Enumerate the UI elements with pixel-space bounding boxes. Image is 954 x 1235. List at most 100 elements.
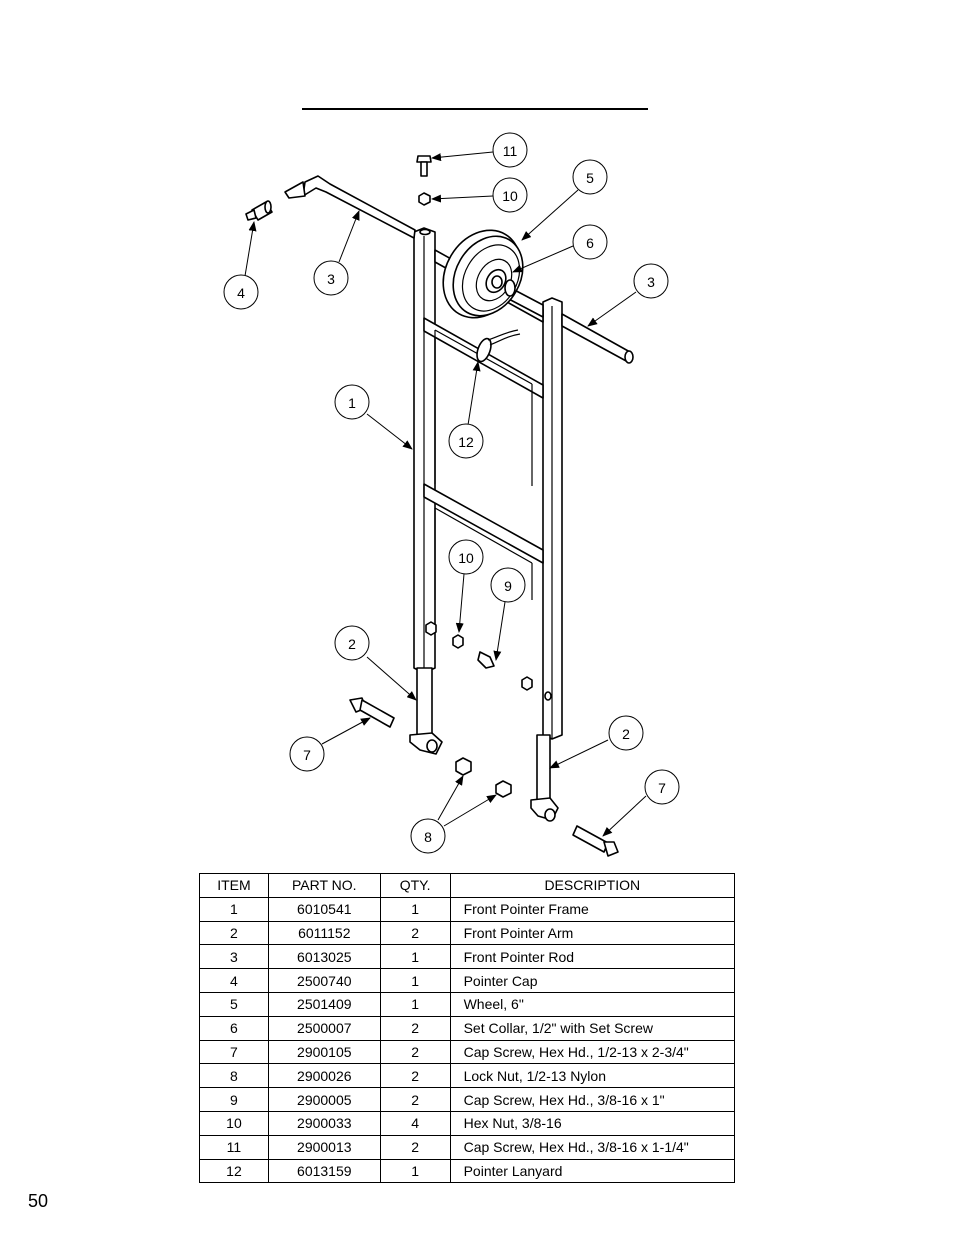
- qty-cell: 4: [379, 1110, 451, 1136]
- callout-10-top: 10: [492, 177, 528, 213]
- callout-4: 4: [223, 274, 259, 310]
- leader-lines: [244, 151, 647, 837]
- item-cell: 7: [199, 1039, 269, 1065]
- cap-screw-left: [349, 697, 395, 728]
- callout-3-left: 3: [313, 260, 349, 296]
- lock-nut-right: [495, 780, 512, 798]
- callout-6: 6: [572, 224, 608, 260]
- callout-8: 8: [410, 818, 446, 854]
- qty-cell: 1: [379, 1158, 451, 1184]
- item-cell: 4: [199, 968, 269, 993]
- description-cell: Cap Screw, Hex Hd., 3/8-16 x 1": [449, 1087, 736, 1112]
- qty-cell: 2: [379, 1134, 451, 1160]
- front-pointer-arm-left: [409, 667, 443, 755]
- callout-label: 7: [303, 747, 311, 763]
- item-cell: 9: [199, 1087, 269, 1112]
- lock-nut-left: [455, 757, 472, 776]
- item-cell: 5: [199, 991, 269, 1017]
- callout-1: 1: [334, 384, 370, 420]
- item-cell: 3: [199, 944, 269, 970]
- cap-screw-top: [416, 155, 432, 177]
- cap-screw-right: [572, 825, 619, 857]
- part-cell: 6011152: [267, 920, 381, 946]
- callout-3-right: 3: [633, 263, 669, 299]
- description-cell: Cap Screw, Hex Hd., 1/2-13 x 2-3/4": [449, 1039, 736, 1065]
- page-number: 50: [28, 1191, 49, 1211]
- description-cell: Lock Nut, 1/2-13 Nylon: [449, 1063, 736, 1089]
- description-cell: Cap Screw, Hex Hd., 3/8-16 x 1-1/4": [449, 1134, 736, 1160]
- table-header-row: ITEM PART NO. QTY. DESCRIPTION: [199, 873, 736, 898]
- callout-label: 2: [622, 726, 630, 742]
- hex-nut-top: [418, 192, 431, 206]
- part-cell: 6013025: [267, 944, 381, 970]
- qty-cell: 1: [379, 968, 451, 993]
- part-cell: 2500007: [267, 1015, 381, 1041]
- callout-10-mid: 10: [448, 539, 484, 575]
- callout-label: 8: [424, 829, 432, 845]
- qty-cell: 2: [379, 1063, 451, 1089]
- callout-label: 2: [348, 636, 356, 652]
- qty-cell: 2: [379, 1039, 451, 1065]
- header-part-no: PART NO.: [267, 873, 381, 898]
- qty-cell: 1: [379, 896, 451, 922]
- callout-2-left: 2: [334, 625, 370, 661]
- description-cell: Front Pointer Frame: [449, 896, 736, 922]
- description-cell: Pointer Cap: [449, 968, 736, 993]
- callout-label: 6: [586, 235, 594, 251]
- part-cell: 2501409: [267, 991, 381, 1017]
- qty-cell: 2: [379, 920, 451, 946]
- callout-label: 3: [647, 274, 655, 290]
- title-underline: [302, 108, 648, 110]
- callout-label: 12: [458, 434, 474, 450]
- description-cell: Pointer Lanyard: [449, 1158, 736, 1184]
- part-cell: 6013159: [267, 1158, 381, 1184]
- description-cell: Hex Nut, 3/8-16: [449, 1110, 736, 1136]
- callout-label: 4: [237, 285, 245, 301]
- header-item: ITEM: [199, 873, 269, 898]
- hex-nut-mid: [425, 621, 533, 691]
- callout-5: 5: [572, 159, 608, 195]
- part-cell: 2500740: [267, 968, 381, 993]
- wheel: [442, 229, 524, 319]
- item-cell: 10: [199, 1110, 269, 1136]
- item-cell: 1: [199, 896, 269, 922]
- callout-7-right: 7: [644, 769, 680, 805]
- item-cell: 2: [199, 920, 269, 946]
- callout-label: 3: [327, 271, 335, 287]
- pointer-cap: [245, 200, 273, 221]
- qty-cell: 1: [379, 991, 451, 1017]
- header-description: DESCRIPTION: [449, 873, 736, 898]
- front-pointer-arm-right: [530, 734, 559, 822]
- callout-11: 11: [492, 132, 528, 168]
- part-cell: 2900105: [267, 1039, 381, 1065]
- qty-cell: 2: [379, 1015, 451, 1041]
- callout-9: 9: [490, 567, 526, 603]
- callout-2-right: 2: [608, 715, 644, 751]
- callout-label: 11: [503, 143, 518, 159]
- description-cell: Set Collar, 1/2" with Set Screw: [449, 1015, 736, 1041]
- callout-label: 9: [504, 578, 512, 594]
- callout-label: 7: [658, 780, 666, 796]
- qty-cell: 2: [379, 1087, 451, 1112]
- exploded-parts-diagram: 11 10 5 6 3 3 4 1 12 10 9 2 2 7 7 8: [223, 132, 680, 857]
- part-cell: 2900013: [267, 1134, 381, 1160]
- part-cell: 2900026: [267, 1063, 381, 1089]
- header-qty: QTY.: [379, 873, 451, 898]
- part-cell: 6010541: [267, 896, 381, 922]
- item-cell: 8: [199, 1063, 269, 1089]
- callout-label: 5: [586, 170, 594, 186]
- pointer-lanyard: [476, 329, 521, 363]
- description-cell: Wheel, 6": [449, 991, 736, 1017]
- callout-7-left: 7: [289, 736, 325, 772]
